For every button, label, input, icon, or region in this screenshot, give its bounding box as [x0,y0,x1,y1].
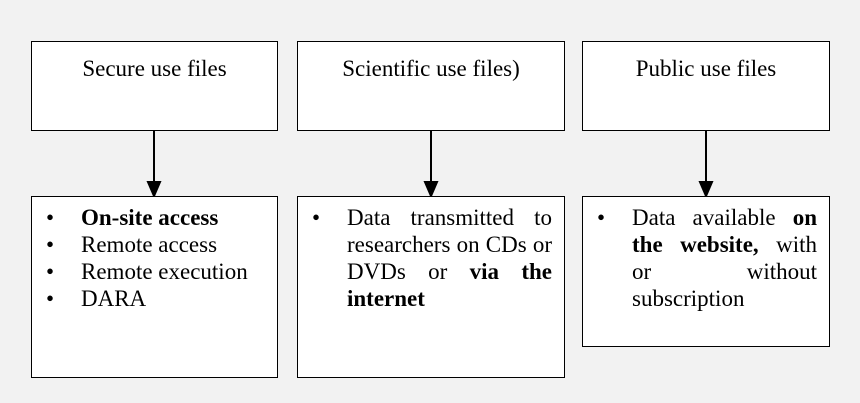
list-item: • Remote execution [44,258,265,285]
box-public-use-files: Public use files [582,41,830,131]
list-item-text: Data available [632,205,793,230]
arrow-head-public [698,181,714,199]
bullet-icon: • [46,259,55,284]
list-item-text: DARA [81,286,147,311]
arrow-head-scientific [423,181,439,199]
bullet-icon: • [312,205,321,230]
list-item-text: Remote execution [81,259,248,284]
secure-access-list: • On-site access • Remote access • Remote exe… [44,204,265,312]
box-scientific-access-methods: • Data transmitted to researchers on CDs … [297,196,565,378]
box-public-access-methods: • Data available on the website, with or … [582,196,830,347]
bullet-icon: • [46,205,55,230]
public-access-list: • Data available on the website, with or … [595,204,817,312]
secure-use-files-title: Secure use files [82,56,227,81]
arrow-head-secure [146,181,162,199]
list-item-text: with or without subscription [632,232,817,311]
list-item: • Data available on the website, with or … [595,204,817,312]
list-item: • Remote access [44,231,265,258]
public-use-files-title: Public use files [635,56,777,81]
list-item-text: Data transmitted to researchers on CDs o… [347,205,552,284]
list-item-text: on the website, [632,205,817,257]
scientific-use-files-title: Scientific use files) [342,56,520,81]
list-item: • Data transmitted to researchers on CDs … [310,204,552,312]
list-item: • On-site access [44,204,265,231]
list-item-text: Remote access [81,232,218,257]
list-item-text: via the internet [347,259,552,311]
bullet-icon: • [46,232,55,257]
list-item-text: On-site access [81,205,219,230]
box-secure-use-files: Secure use files [31,41,278,131]
bullet-icon: • [597,205,606,230]
box-scientific-use-files: Scientific use files) [297,41,565,131]
list-item: • DARA [44,285,265,312]
bullet-icon: • [46,286,55,311]
box-secure-access-methods: • On-site access • Remote access • Remote exe… [31,196,278,378]
scientific-access-list: • Data transmitted to researchers on CDs … [310,204,552,312]
